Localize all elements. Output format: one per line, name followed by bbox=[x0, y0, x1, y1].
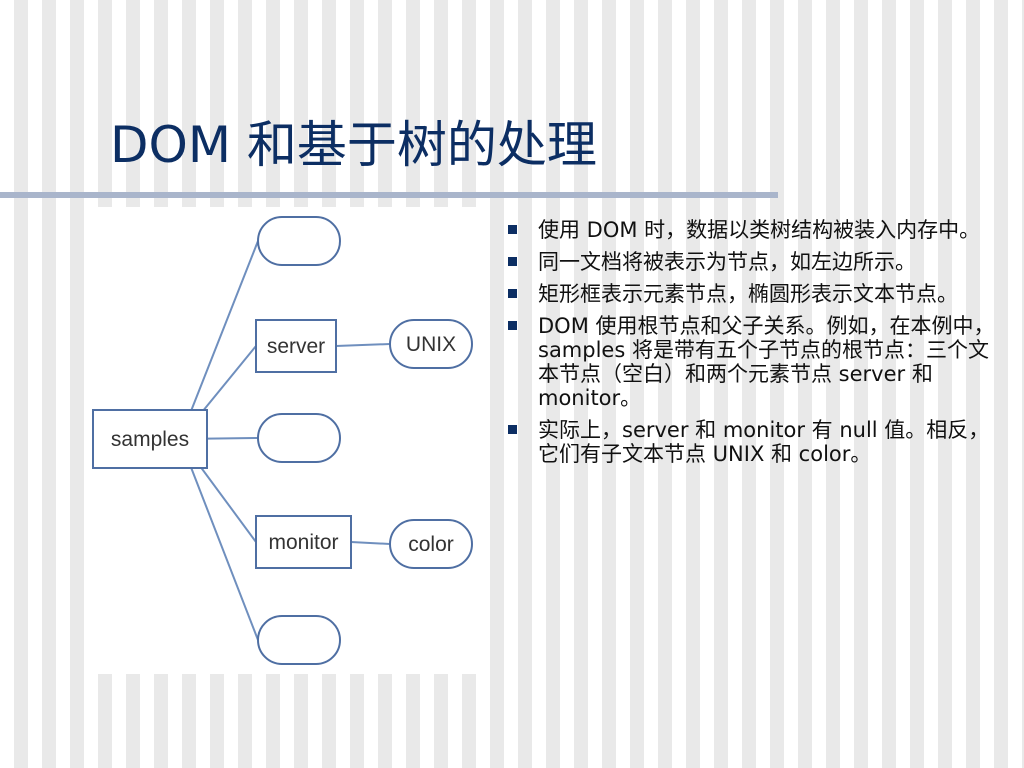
title-rule bbox=[0, 192, 778, 198]
bullet-square-icon bbox=[508, 425, 517, 434]
bullet-list: 使用 DOM 时，数据以类树结构被装入内存中。 同一文档将被表示为节点，如左边所… bbox=[508, 218, 1004, 474]
dom-tree-svg: samples server UNIX monitor color bbox=[92, 216, 473, 665]
slide-title: DOM 和基于树的处理 bbox=[110, 116, 597, 174]
bullet-item-2: 同一文档将被表示为节点，如左边所示。 bbox=[508, 250, 1004, 274]
node-label-samples: samples bbox=[111, 428, 189, 451]
bullet-item-4: DOM 使用根节点和父子关系。例如，在本例中，samples 将是带有五个子节点… bbox=[508, 314, 1004, 410]
text-node-text1 bbox=[257, 216, 341, 266]
bullet-text: 使用 DOM 时，数据以类树结构被装入内存中。 bbox=[538, 218, 981, 242]
bullet-square-icon bbox=[508, 225, 517, 234]
bullet-square-icon bbox=[508, 321, 517, 330]
node-label-server: server bbox=[267, 335, 325, 358]
element-node-samples bbox=[92, 409, 208, 469]
bullet-item-3: 矩形框表示元素节点，椭圆形表示文本节点。 bbox=[508, 282, 1004, 306]
element-node-server bbox=[255, 319, 337, 373]
bullet-item-1: 使用 DOM 时，数据以类树结构被装入内存中。 bbox=[508, 218, 1004, 242]
node-label-color: color bbox=[408, 533, 454, 556]
bullet-item-5: 实际上，server 和 monitor 有 null 值。相反，它们有子文本节… bbox=[508, 418, 1004, 466]
bullet-text: 同一文档将被表示为节点，如左边所示。 bbox=[538, 250, 916, 274]
bullet-square-icon bbox=[508, 257, 517, 266]
dom-tree-diagram: samples server UNIX monitor color bbox=[85, 207, 480, 674]
text-node-text2 bbox=[257, 413, 341, 463]
text-node-unix bbox=[389, 319, 473, 369]
edge-server-unix bbox=[335, 343, 391, 347]
text-node-color bbox=[389, 519, 473, 569]
text-node-text3 bbox=[257, 615, 341, 665]
edge-samples-text1 bbox=[179, 240, 259, 440]
bullet-text: 矩形框表示元素节点，椭圆形表示文本节点。 bbox=[538, 282, 958, 306]
bullet-text: DOM 使用根节点和父子关系。例如，在本例中，samples 将是带有五个子节点… bbox=[538, 314, 995, 410]
node-label-unix: UNIX bbox=[406, 333, 456, 356]
element-node-monitor bbox=[255, 515, 352, 569]
node-layer: samples server UNIX monitor color bbox=[92, 216, 473, 665]
bullet-text: 实际上，server 和 monitor 有 null 值。相反，它们有子文本节… bbox=[538, 418, 990, 466]
edge-samples-text3 bbox=[179, 438, 259, 641]
bullet-square-icon bbox=[508, 289, 517, 298]
node-label-monitor: monitor bbox=[268, 531, 338, 554]
edge-monitor-color bbox=[350, 541, 391, 545]
